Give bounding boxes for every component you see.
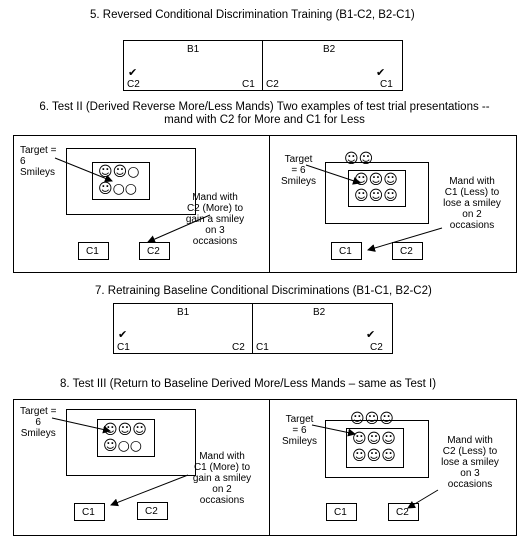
section6-heading-line2: mand with C2 for More and C1 for Less xyxy=(164,114,365,126)
section6-right-smiley-box xyxy=(348,170,406,207)
checkmark-icon: ✔ xyxy=(128,66,138,79)
target-arrow xyxy=(305,164,361,185)
c1-button-label: C1 xyxy=(82,507,95,518)
section5-left-comparison: C2 xyxy=(266,79,279,90)
smiley-row: ☺☺☺ xyxy=(352,431,396,447)
checkmark-icon: ✔ xyxy=(376,66,386,79)
mand-description: Mand with C2 (Less) to lose a smiley on … xyxy=(441,435,499,490)
smiley-row: ☺☺ xyxy=(344,151,374,167)
section7-sample-b2: B2 xyxy=(313,307,326,318)
section8-heading: 8. Test III (Return to Baseline Derived … xyxy=(60,378,437,390)
section8-divider xyxy=(269,399,270,536)
section5-right-comparison: C1 xyxy=(380,79,393,90)
target-label: Target = 6 Smileys xyxy=(20,145,57,178)
section8-right-screen xyxy=(325,420,429,478)
c1-button[interactable] xyxy=(74,503,105,521)
smiley-row: ☺☺☺ xyxy=(103,422,147,438)
mand-description: Mand with C1 (Less) to lose a smiley on … xyxy=(443,176,501,231)
target-label: Target = 6 Smileys xyxy=(20,406,57,439)
section7-right-comparison: C2 xyxy=(370,342,383,353)
c2-button[interactable] xyxy=(137,502,168,520)
target-arrow xyxy=(54,157,113,183)
section7-left-comparison: C1 xyxy=(117,342,130,353)
c1-button[interactable] xyxy=(78,242,109,260)
target-label: Target = 6 Smileys xyxy=(282,414,318,447)
mand-description: Mand with C1 (More) to gain a smiley on … xyxy=(192,451,252,506)
section8-left-smiley-box xyxy=(97,419,155,457)
section8-trial-frame xyxy=(13,399,517,536)
c1-button-label: C1 xyxy=(339,246,352,257)
smiley-row: ☺☺☺ xyxy=(354,172,398,188)
section7-divider xyxy=(252,303,253,354)
section6-right-screen xyxy=(325,162,429,224)
section5-right-comparison: C1 xyxy=(242,79,255,90)
section8-left-screen xyxy=(66,409,196,476)
section7-heading: 7. Retraining Baseline Conditional Discr… xyxy=(95,285,432,297)
c2-button-label: C2 xyxy=(396,507,409,518)
section5-sample-b2: B2 xyxy=(323,44,336,55)
c2-button-label: C2 xyxy=(400,246,413,257)
section5-sample-b1: B1 xyxy=(187,44,200,55)
mand-arrow xyxy=(147,214,211,243)
section7-sample-b1: B1 xyxy=(177,307,190,318)
c2-button-label: C2 xyxy=(147,246,160,257)
c2-button[interactable] xyxy=(392,242,423,260)
smiley-row: ☺☺☺ xyxy=(352,448,396,464)
smiley-row: ☺○○ xyxy=(103,438,143,454)
c2-button-label: C2 xyxy=(145,506,158,517)
c1-button[interactable] xyxy=(331,242,362,260)
section7-right-comparison: C2 xyxy=(232,342,245,353)
target-arrow xyxy=(311,424,356,437)
section6-left-smiley-box xyxy=(92,162,150,200)
section5-left-comparison: C2 xyxy=(127,79,140,90)
c1-button-label: C1 xyxy=(334,507,347,518)
c1-button-label: C1 xyxy=(86,246,99,257)
section5-trial-table xyxy=(123,40,403,91)
smiley-row: ☺☺☺ xyxy=(350,411,394,427)
mand-arrow xyxy=(367,227,443,252)
smiley-row: ☺○○ xyxy=(98,181,138,197)
c1-button[interactable] xyxy=(326,503,357,521)
section5-divider xyxy=(262,40,263,91)
mand-description: Mand with C2 (More) to gain a smiley on … xyxy=(185,192,245,247)
c2-button[interactable] xyxy=(388,503,419,521)
section5-heading: 5. Reversed Conditional Discrimination T… xyxy=(90,9,415,21)
section6-left-screen xyxy=(66,148,196,215)
checkmark-icon: ✔ xyxy=(118,328,128,341)
section6-heading-line1: 6. Test II (Derived Reverse More/Less Ma… xyxy=(39,101,490,113)
target-label: Target = 6 Smileys xyxy=(281,154,317,187)
smiley-row: ☺☺☺ xyxy=(354,188,398,204)
mand-arrow xyxy=(110,474,189,507)
section7-left-comparison: C1 xyxy=(256,342,269,353)
mand-arrow xyxy=(407,489,439,509)
section6-divider xyxy=(269,135,270,273)
target-arrow xyxy=(51,417,111,434)
checkmark-icon: ✔ xyxy=(366,328,376,341)
section6-trial-frame xyxy=(13,135,517,273)
section8-right-smiley-box xyxy=(346,428,404,468)
section7-trial-table xyxy=(113,303,393,354)
